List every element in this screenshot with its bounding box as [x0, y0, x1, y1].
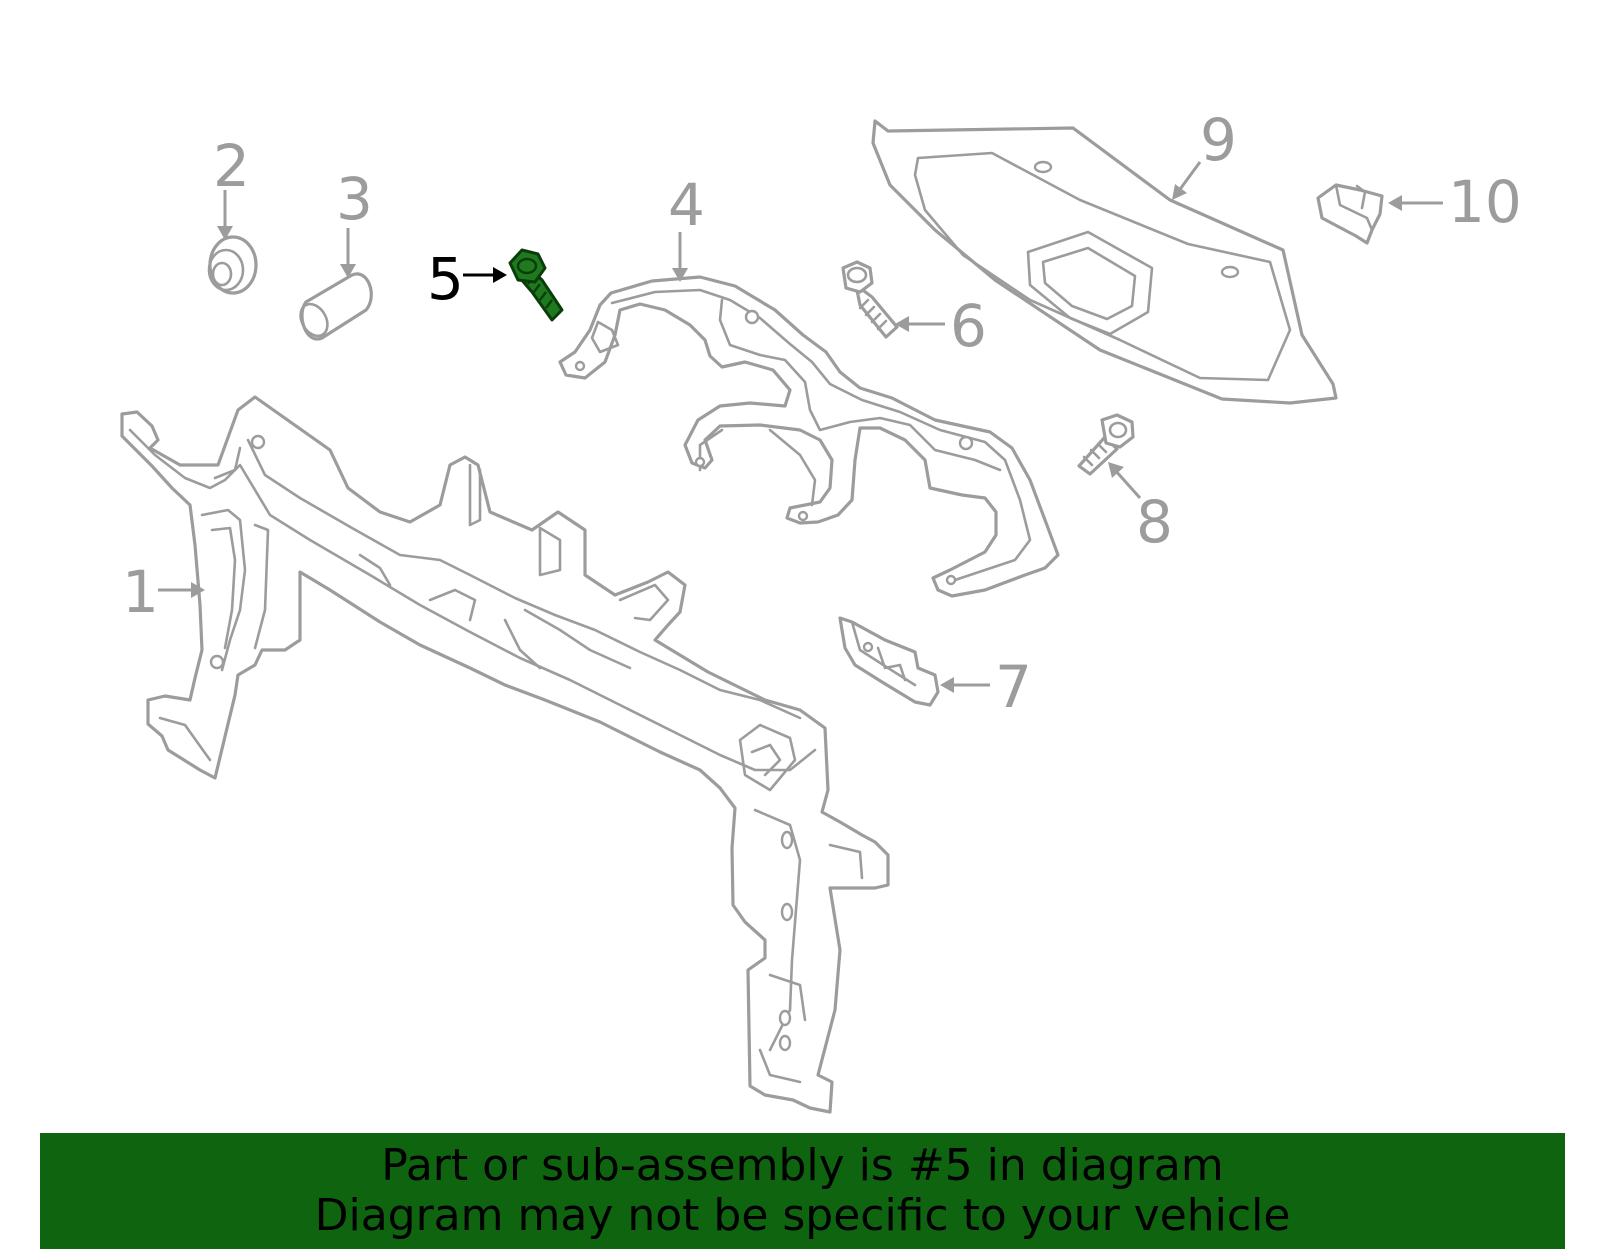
part-7-plate[interactable] — [838, 616, 940, 707]
banner-line-part-number: Part or sub-assembly is #5 in diagram — [381, 1140, 1224, 1191]
part-9-upper-cover[interactable] — [871, 119, 1338, 405]
svg-text:7: 7 — [995, 653, 1032, 721]
callout-4: 4 — [668, 171, 705, 282]
callout-3: 3 — [336, 165, 373, 278]
callout-10: 10 — [1388, 168, 1522, 236]
banner-line-disclaimer: Diagram may not be specific to your vehi… — [314, 1190, 1291, 1241]
callout-6: 6 — [895, 292, 987, 360]
part-10-clip[interactable] — [1316, 183, 1384, 245]
part-4-bracket[interactable] — [558, 275, 1060, 598]
callout-2: 2 — [213, 132, 250, 240]
info-banner: Part or sub-assembly is #5 in diagram Di… — [40, 1133, 1565, 1249]
part-5-bolt-highlighted[interactable] — [508, 248, 564, 322]
callout-5: 5 — [427, 245, 507, 313]
svg-text:10: 10 — [1448, 168, 1522, 236]
svg-text:4: 4 — [668, 171, 705, 239]
part-3-sleeve[interactable] — [295, 272, 373, 341]
svg-text:5: 5 — [427, 245, 464, 313]
callout-8: 8 — [1108, 462, 1173, 556]
callout-7: 7 — [940, 653, 1032, 721]
svg-text:3: 3 — [336, 165, 373, 233]
part-2-grommet[interactable] — [207, 235, 258, 295]
callout-1: 1 — [122, 558, 205, 626]
svg-text:1: 1 — [122, 558, 159, 626]
svg-text:8: 8 — [1136, 488, 1173, 556]
part-6-bolt[interactable] — [841, 260, 899, 339]
callout-9: 9 — [1172, 106, 1237, 200]
svg-text:6: 6 — [950, 292, 987, 360]
part-1-radiator-support[interactable] — [120, 395, 890, 1114]
svg-text:9: 9 — [1200, 106, 1237, 174]
part-8-bolt[interactable] — [1077, 413, 1135, 476]
svg-text:2: 2 — [213, 132, 250, 200]
